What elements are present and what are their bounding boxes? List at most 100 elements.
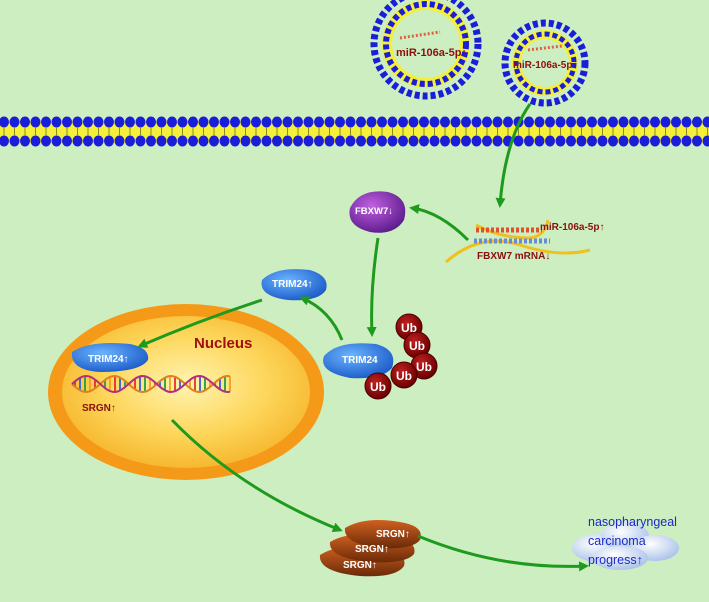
membrane-head-inner	[377, 135, 387, 147]
outcome-line-1: nasopharyngeal	[588, 515, 677, 529]
membrane-head-inner	[93, 135, 104, 147]
membrane-head-outer	[177, 116, 188, 128]
membrane-head-inner	[261, 135, 272, 147]
exosome-1-outer-ring	[370, 0, 482, 100]
membrane-head-inner	[30, 135, 41, 147]
membrane-head-outer	[135, 116, 146, 128]
membrane-head-inner	[408, 135, 419, 147]
membrane-head-outer	[377, 116, 387, 128]
membrane-head-outer	[650, 116, 660, 128]
membrane-head-inner	[62, 135, 72, 147]
membrane-head-outer	[314, 116, 324, 128]
membrane-head-outer	[618, 116, 629, 128]
membrane-head-outer	[555, 116, 566, 128]
srgn-protein-label-3: SRGN↑	[343, 560, 377, 571]
membrane-head-outer	[671, 116, 681, 128]
ubiquitin-sphere	[390, 361, 418, 389]
ubiquitin-label: Ub	[370, 380, 386, 394]
ubiquitin-label: Ub	[401, 321, 417, 335]
membrane-head-outer	[188, 116, 198, 128]
membrane-head-outer	[51, 116, 62, 128]
membrane-head-inner	[618, 135, 629, 147]
trim24-cytoplasmic-label: TRIM24↑	[272, 279, 313, 290]
membrane-head-inner	[125, 135, 135, 147]
membrane-head-outer	[524, 116, 534, 128]
exosome-1-lumen	[392, 10, 460, 78]
membrane-head-outer	[30, 116, 41, 128]
membrane-head-inner	[314, 135, 324, 147]
membrane-head-outer	[566, 116, 576, 128]
membrane-head-outer	[345, 116, 356, 128]
exosome-1-mirna-label: miR-106a-5p↑	[396, 47, 467, 59]
trim24-nuclear: TRIM24↑	[71, 343, 149, 372]
membrane-head-inner	[513, 135, 524, 147]
srgn-protein-1	[344, 520, 421, 549]
membrane-head-inner	[251, 135, 261, 147]
exosome-1-mirna-strand	[399, 30, 441, 40]
membrane-head-inner	[104, 135, 114, 147]
exosome-2-outer-ring	[501, 19, 589, 107]
membrane-head-outer	[419, 116, 429, 128]
membrane-head-outer	[0, 116, 9, 128]
srgn-gene-label: SRGN↑	[82, 403, 116, 414]
exosome-1: miR-106a-5p↑	[370, 0, 482, 100]
arrow-gene-to-srgn	[170, 418, 343, 533]
exosome-2: miR-106a-5p↑	[501, 19, 589, 107]
membrane-head-outer	[545, 116, 555, 128]
membrane-head-inner	[681, 135, 692, 147]
srgn-protein-label-2: SRGN↑	[355, 544, 389, 555]
membrane-head-outer	[83, 116, 93, 128]
membrane-head-inner	[429, 135, 440, 147]
srgn-protein-label-1: SRGN↑	[376, 529, 410, 540]
membrane-head-outer	[219, 116, 230, 128]
membrane-head-outer	[639, 116, 650, 128]
nucleus-interior	[62, 316, 310, 468]
membrane-head-outer	[198, 116, 209, 128]
membrane-head-inner	[83, 135, 93, 147]
membrane-head-outer	[702, 116, 709, 128]
membrane-head-outer	[576, 116, 587, 128]
membrane-head-inner	[387, 135, 398, 147]
fbxw7-shape	[349, 191, 406, 233]
membrane-head-inner	[156, 135, 167, 147]
membrane-head-inner	[356, 135, 366, 147]
membrane-head-outer	[356, 116, 366, 128]
nucleus-title: Nucleus	[194, 335, 252, 352]
membrane-head-outer	[492, 116, 503, 128]
arrow-fbxw7-to-trim24ub	[366, 237, 380, 337]
membrane-head-outer	[293, 116, 303, 128]
membrane-head-inner	[660, 135, 671, 147]
membrane-head-inner	[345, 135, 356, 147]
srgn-protein-stack: SRGN↑ SRGN↑ SRGN↑	[319, 520, 421, 577]
ubiquitin-sphere	[364, 372, 392, 400]
membrane-head-inner	[20, 135, 30, 147]
membrane-head-inner	[576, 135, 587, 147]
membrane-head-inner	[198, 135, 209, 147]
membrane-head-outer	[156, 116, 167, 128]
membrane-head-inner	[177, 135, 188, 147]
membrane-head-outer	[450, 116, 461, 128]
membrane-head-inner	[629, 135, 639, 147]
membrane-head-inner	[639, 135, 650, 147]
ubiquitin-label: Ub	[416, 360, 432, 374]
trim24-nuclear-label: TRIM24↑	[88, 354, 129, 365]
membrane-head-outer	[62, 116, 72, 128]
membrane-head-inner	[324, 135, 335, 147]
membrane-head-inner	[555, 135, 566, 147]
membrane-head-outer	[461, 116, 471, 128]
exosome-2-mirna-strand	[527, 44, 563, 52]
membrane-head-inner	[492, 135, 503, 147]
membrane-head-inner	[335, 135, 345, 147]
membrane-head-outer	[335, 116, 345, 128]
ubiquitin-label: Ub	[409, 339, 425, 353]
membrane-head-inner	[482, 135, 492, 147]
dna-strand-1	[71, 374, 231, 394]
membrane-head-inner	[534, 135, 545, 147]
membrane-head-outer	[272, 116, 282, 128]
membrane-head-inner	[51, 135, 62, 147]
membrane-head-inner	[0, 135, 9, 147]
membrane-head-inner	[702, 135, 709, 147]
membrane-head-inner	[303, 135, 314, 147]
